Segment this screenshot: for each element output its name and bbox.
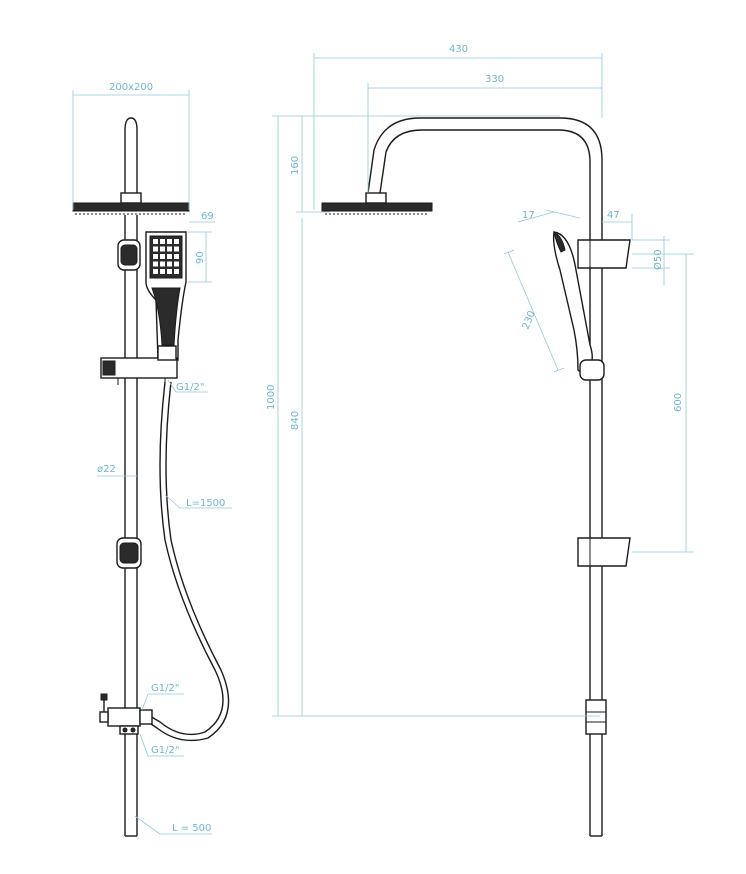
nozzle — [174, 254, 179, 259]
side-hand-shower — [552, 231, 605, 381]
side-lower-holder — [577, 537, 631, 567]
front-rain-head — [72, 202, 190, 212]
front-hand-shower — [145, 231, 187, 361]
front-diverter — [99, 693, 153, 735]
front-dimensions: 200x200 69 90 G1/2" ø22 L=1500 G1/2" G1/… — [72, 82, 232, 835]
nozzle — [153, 254, 158, 259]
side-view: 430 330 1000 160 840 17 47 Ø50 — [266, 44, 694, 837]
dim-holder-depth: 47 — [607, 210, 620, 221]
nozzle — [167, 254, 172, 259]
front-hose — [149, 381, 224, 736]
dim-holder-diameter: Ø50 — [652, 249, 664, 270]
dim-pipe-diameter: ø22 — [97, 464, 116, 475]
nozzle — [160, 269, 165, 274]
nozzle — [167, 269, 172, 274]
dim-connection-upper: G1/2" — [176, 382, 204, 393]
side-upper-holder — [577, 239, 631, 269]
dim-head-size: 200x200 — [109, 82, 153, 93]
nozzle — [174, 246, 179, 252]
nozzle — [153, 239, 158, 244]
dim-pipe-length: L = 500 — [172, 823, 211, 834]
side-dimensions: 430 330 1000 160 840 17 47 Ø50 — [266, 44, 694, 717]
nozzle — [153, 261, 158, 267]
side-diverter — [585, 699, 607, 735]
dim-holder-spacing: 600 — [673, 393, 684, 412]
nozzle — [167, 261, 172, 267]
dim-arm-reach: 330 — [485, 74, 504, 85]
nozzle — [160, 246, 165, 252]
nozzle — [160, 254, 165, 259]
nozzle — [167, 246, 172, 252]
nozzle-grid — [153, 239, 179, 274]
nozzle — [160, 261, 165, 267]
nozzle — [153, 246, 158, 252]
nozzle — [160, 239, 165, 244]
front-head-connector — [120, 192, 142, 204]
nozzle — [167, 239, 172, 244]
nozzle — [174, 261, 179, 267]
dim-handle-depth: 17 — [522, 210, 535, 221]
nozzle — [153, 269, 158, 274]
dim-head-drop: 160 — [290, 156, 301, 175]
side-head-connector — [365, 192, 387, 204]
dim-total-height: 1000 — [266, 385, 277, 410]
dim-connection-mid-top: G1/2" — [151, 683, 179, 694]
dim-hose-length: L=1500 — [186, 498, 225, 509]
dim-column-height: 840 — [290, 411, 301, 430]
dim-head-depth: 69 — [201, 211, 214, 222]
front-riser-pipe — [124, 117, 138, 195]
dim-overall-width: 430 — [449, 44, 468, 55]
dim-hand-shower-height: 90 — [195, 251, 206, 264]
nozzle — [174, 239, 179, 244]
side-shower-arm — [367, 117, 603, 836]
front-holder — [100, 345, 178, 385]
dim-connection-mid-bottom: G1/2" — [151, 745, 179, 756]
side-rain-head — [321, 202, 433, 212]
dim-hand-shower-length: 230 — [521, 309, 538, 331]
front-view: 200x200 69 90 G1/2" ø22 L=1500 G1/2" G1/… — [72, 82, 232, 837]
nozzle — [174, 269, 179, 274]
